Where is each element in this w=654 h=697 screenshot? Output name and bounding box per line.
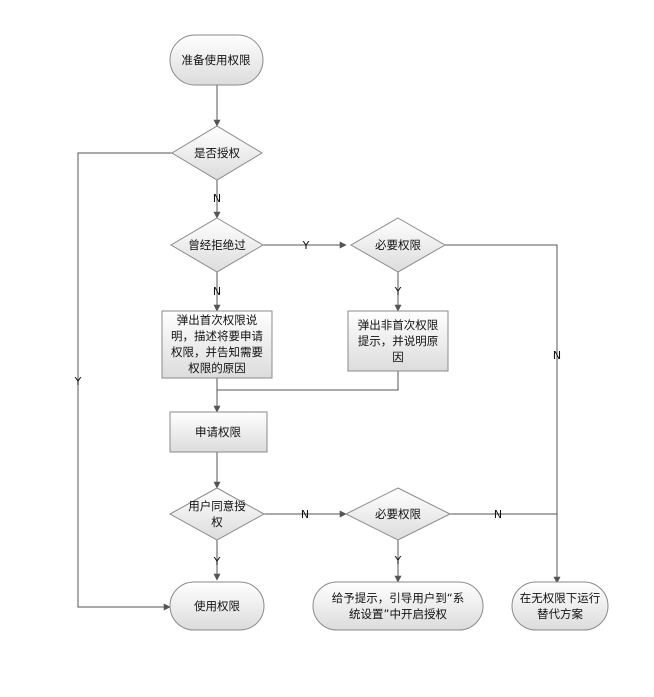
edge-label-rejected-yes: Y xyxy=(302,239,310,252)
required1-decision xyxy=(349,217,447,273)
nonfirst-prompt-label: 弹出非首次权限提示，并说明原因 xyxy=(358,318,439,364)
edge-label-required1-yes: Y xyxy=(394,285,402,298)
use-terminal xyxy=(169,581,265,631)
agree-decision xyxy=(168,487,266,541)
guide-label: 给予提示，引导用户到“系统设置”中开启授权 xyxy=(332,591,464,621)
edge-label-auth-yes: Y xyxy=(74,375,82,388)
label-line: 权 xyxy=(211,515,223,529)
label-line: 弹出首次权限说 xyxy=(177,313,258,327)
edge-label-auth-no: N xyxy=(213,192,221,205)
label-line: 弹出非首次权限 xyxy=(358,318,439,332)
label-line: 因 xyxy=(392,350,404,364)
edge-authorized-yes-to-use xyxy=(77,152,172,611)
label-line: 给予提示，引导用户到“系 xyxy=(332,591,464,605)
start-label: 准备使用权限 xyxy=(182,53,251,67)
edge-label-required1-no: N xyxy=(553,349,561,362)
agree-label: 用户同意授权 xyxy=(188,499,246,529)
required2-label: 必要权限 xyxy=(375,507,421,521)
edge-label-agree-yes: Y xyxy=(213,555,221,568)
label-line: 必要权限 xyxy=(375,238,421,252)
label-line: 申请权限 xyxy=(195,425,241,439)
edge-nonfirst-to-request xyxy=(217,371,399,391)
label-line: 曾经拒绝过 xyxy=(188,238,246,252)
request-process xyxy=(169,411,268,453)
required2-decision xyxy=(344,487,452,541)
rejected-decision xyxy=(170,217,264,273)
edge-label-agree-no: N xyxy=(301,508,309,521)
rejected-label: 曾经拒绝过 xyxy=(188,238,246,252)
label-line: 使用权限 xyxy=(194,599,240,613)
edge-label-rejected-no: N xyxy=(213,285,221,298)
edge-label-required2-no: N xyxy=(494,508,502,521)
label-line: 在无权限下运行 xyxy=(520,591,601,605)
first-explain-process xyxy=(161,310,273,379)
label-line: 明，描述将要申请 xyxy=(171,329,263,343)
required1-label: 必要权限 xyxy=(375,238,421,252)
label-line: 准备使用权限 xyxy=(182,53,251,67)
label-line: 权限的原因 xyxy=(188,361,246,375)
edge-label-required2-yes: Y xyxy=(394,554,402,567)
request-label: 申请权限 xyxy=(195,425,241,439)
guide-terminal xyxy=(312,581,484,631)
label-line: 必要权限 xyxy=(375,507,421,521)
label-line: 权限，并告知需要 xyxy=(171,345,263,359)
label-line: 提示，并说明原 xyxy=(358,334,439,348)
edge-required1-no-to-alt xyxy=(445,244,561,584)
label-line: 用户同意授 xyxy=(188,499,246,513)
first-explain-label: 弹出首次权限说明，描述将要申请权限，并告知需要权限的原因 xyxy=(171,313,263,375)
label-line: 替代方案 xyxy=(537,607,583,621)
nonfirst-prompt-process xyxy=(347,310,449,372)
alt-terminal xyxy=(511,581,609,631)
label-line: 是否授权 xyxy=(194,146,240,160)
authorized-label: 是否授权 xyxy=(194,146,240,160)
start-terminal xyxy=(169,34,264,86)
use-label: 使用权限 xyxy=(194,599,240,613)
alt-label: 在无权限下运行替代方案 xyxy=(520,591,601,621)
authorized-decision xyxy=(171,125,263,181)
label-line: 统设置”中开启授权 xyxy=(349,607,447,621)
